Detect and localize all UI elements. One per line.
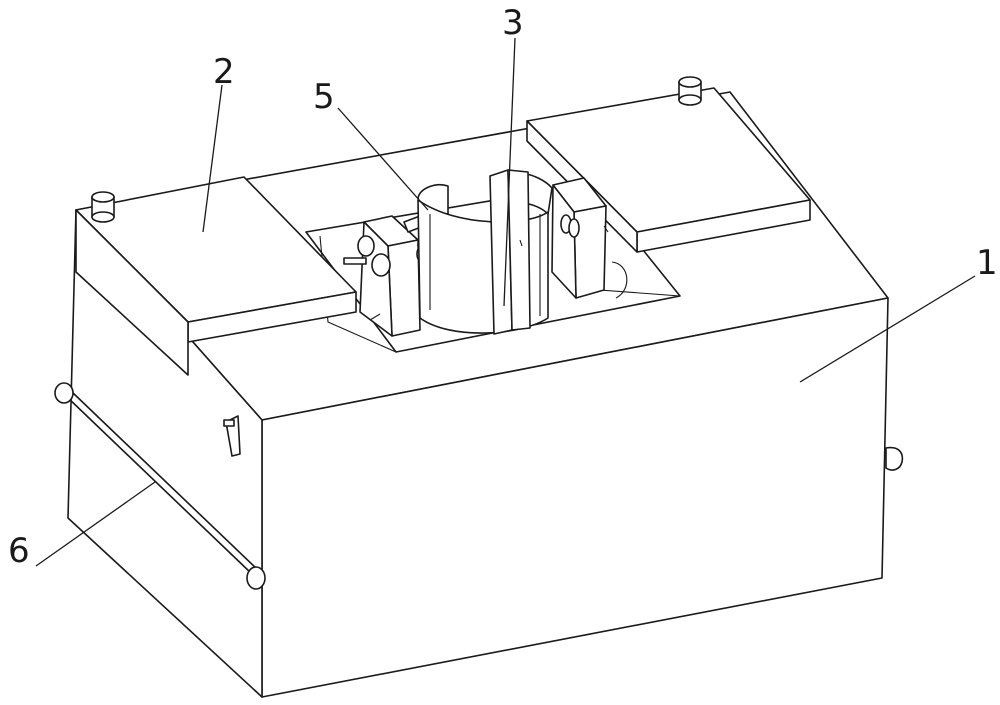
part-label-1: 1 [976,243,998,283]
part-label-5: 5 [313,77,335,117]
cylinder-holder [417,169,553,335]
right-clamp-block [551,177,628,299]
left-knob-icon [91,191,115,223]
right-knob-icon [678,76,702,106]
right-side-knob-icon [885,446,904,471]
part-label-6: 6 [8,531,30,571]
side-latch-icon [223,415,241,457]
part-label-3: 3 [502,3,524,43]
leader-lines [35,37,976,567]
handle-rod [54,382,266,590]
left-cover-plate [75,176,357,376]
part-label-2: 2 [213,52,235,92]
right-cover-plate [526,87,811,253]
